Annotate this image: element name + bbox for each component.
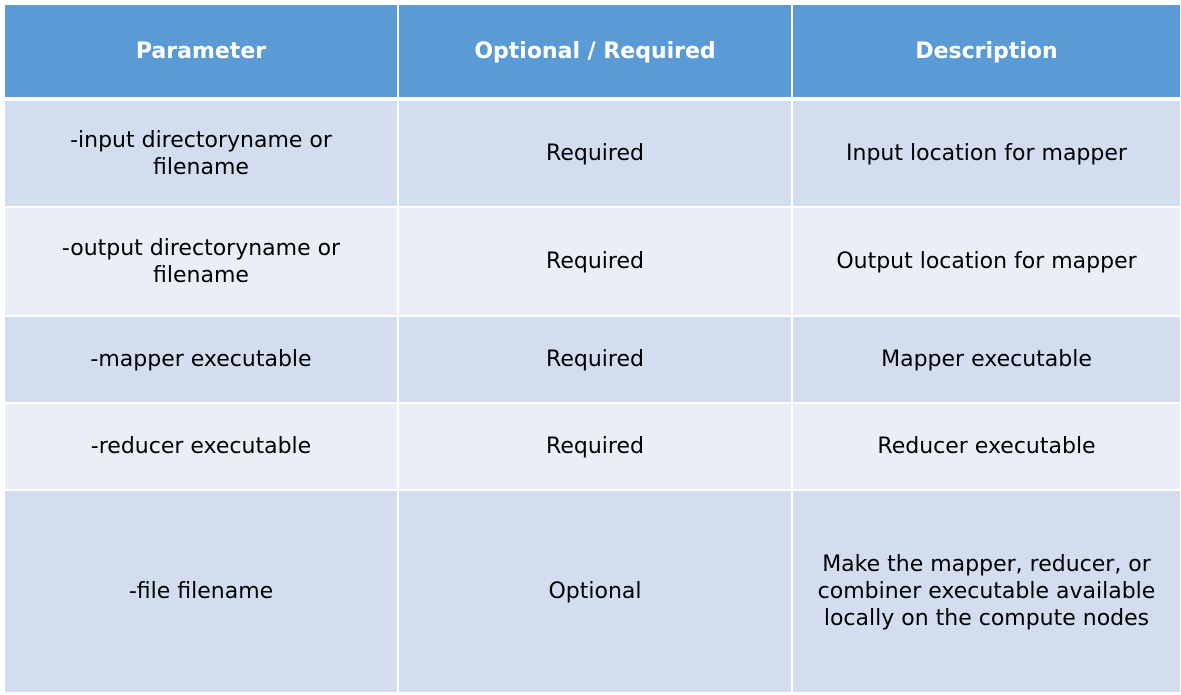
description-cell: Make the mapper, reducer, or combiner ex… — [791, 489, 1181, 694]
required-cell: Required — [397, 402, 793, 492]
parameter-text: -output directoryname or filename — [61, 235, 341, 288]
header-parameter: Parameter — [3, 3, 399, 101]
parameter-cell: -reducer executable — [3, 402, 399, 492]
parameter-cell: -file filename — [3, 489, 399, 694]
parameter-text: -input directoryname or filename — [70, 127, 332, 180]
parameter-cell: -mapper executable — [3, 314, 399, 405]
table-row: -file filename Optional Make the mapper,… — [3, 489, 1181, 694]
required-cell: Required — [397, 314, 793, 405]
description-cell: Mapper executable — [791, 314, 1181, 405]
required-cell: Required — [397, 206, 793, 317]
description-cell: Output location for mapper — [791, 206, 1181, 317]
table-row: -input directoryname or filename Require… — [3, 97, 1181, 209]
table-row: -mapper executable Required Mapper execu… — [3, 314, 1181, 405]
table-header-row: Parameter Optional / Required Descriptio… — [3, 3, 1181, 101]
header-description: Description — [791, 3, 1181, 101]
parameter-cell: -input directoryname or filename — [3, 97, 399, 209]
description-text: Make the mapper, reducer, or combiner ex… — [817, 552, 1156, 632]
header-optional-required: Optional / Required — [397, 3, 793, 101]
table-row: -reducer executable Required Reducer exe… — [3, 402, 1181, 492]
parameter-cell: -output directoryname or filename — [3, 206, 399, 317]
parameters-table: Parameter Optional / Required Descriptio… — [3, 3, 1181, 694]
table-row: -output directoryname or filename Requir… — [3, 206, 1181, 317]
required-cell: Optional — [397, 489, 793, 694]
required-cell: Required — [397, 97, 793, 209]
description-cell: Reducer executable — [791, 402, 1181, 492]
description-cell: Input location for mapper — [791, 97, 1181, 209]
